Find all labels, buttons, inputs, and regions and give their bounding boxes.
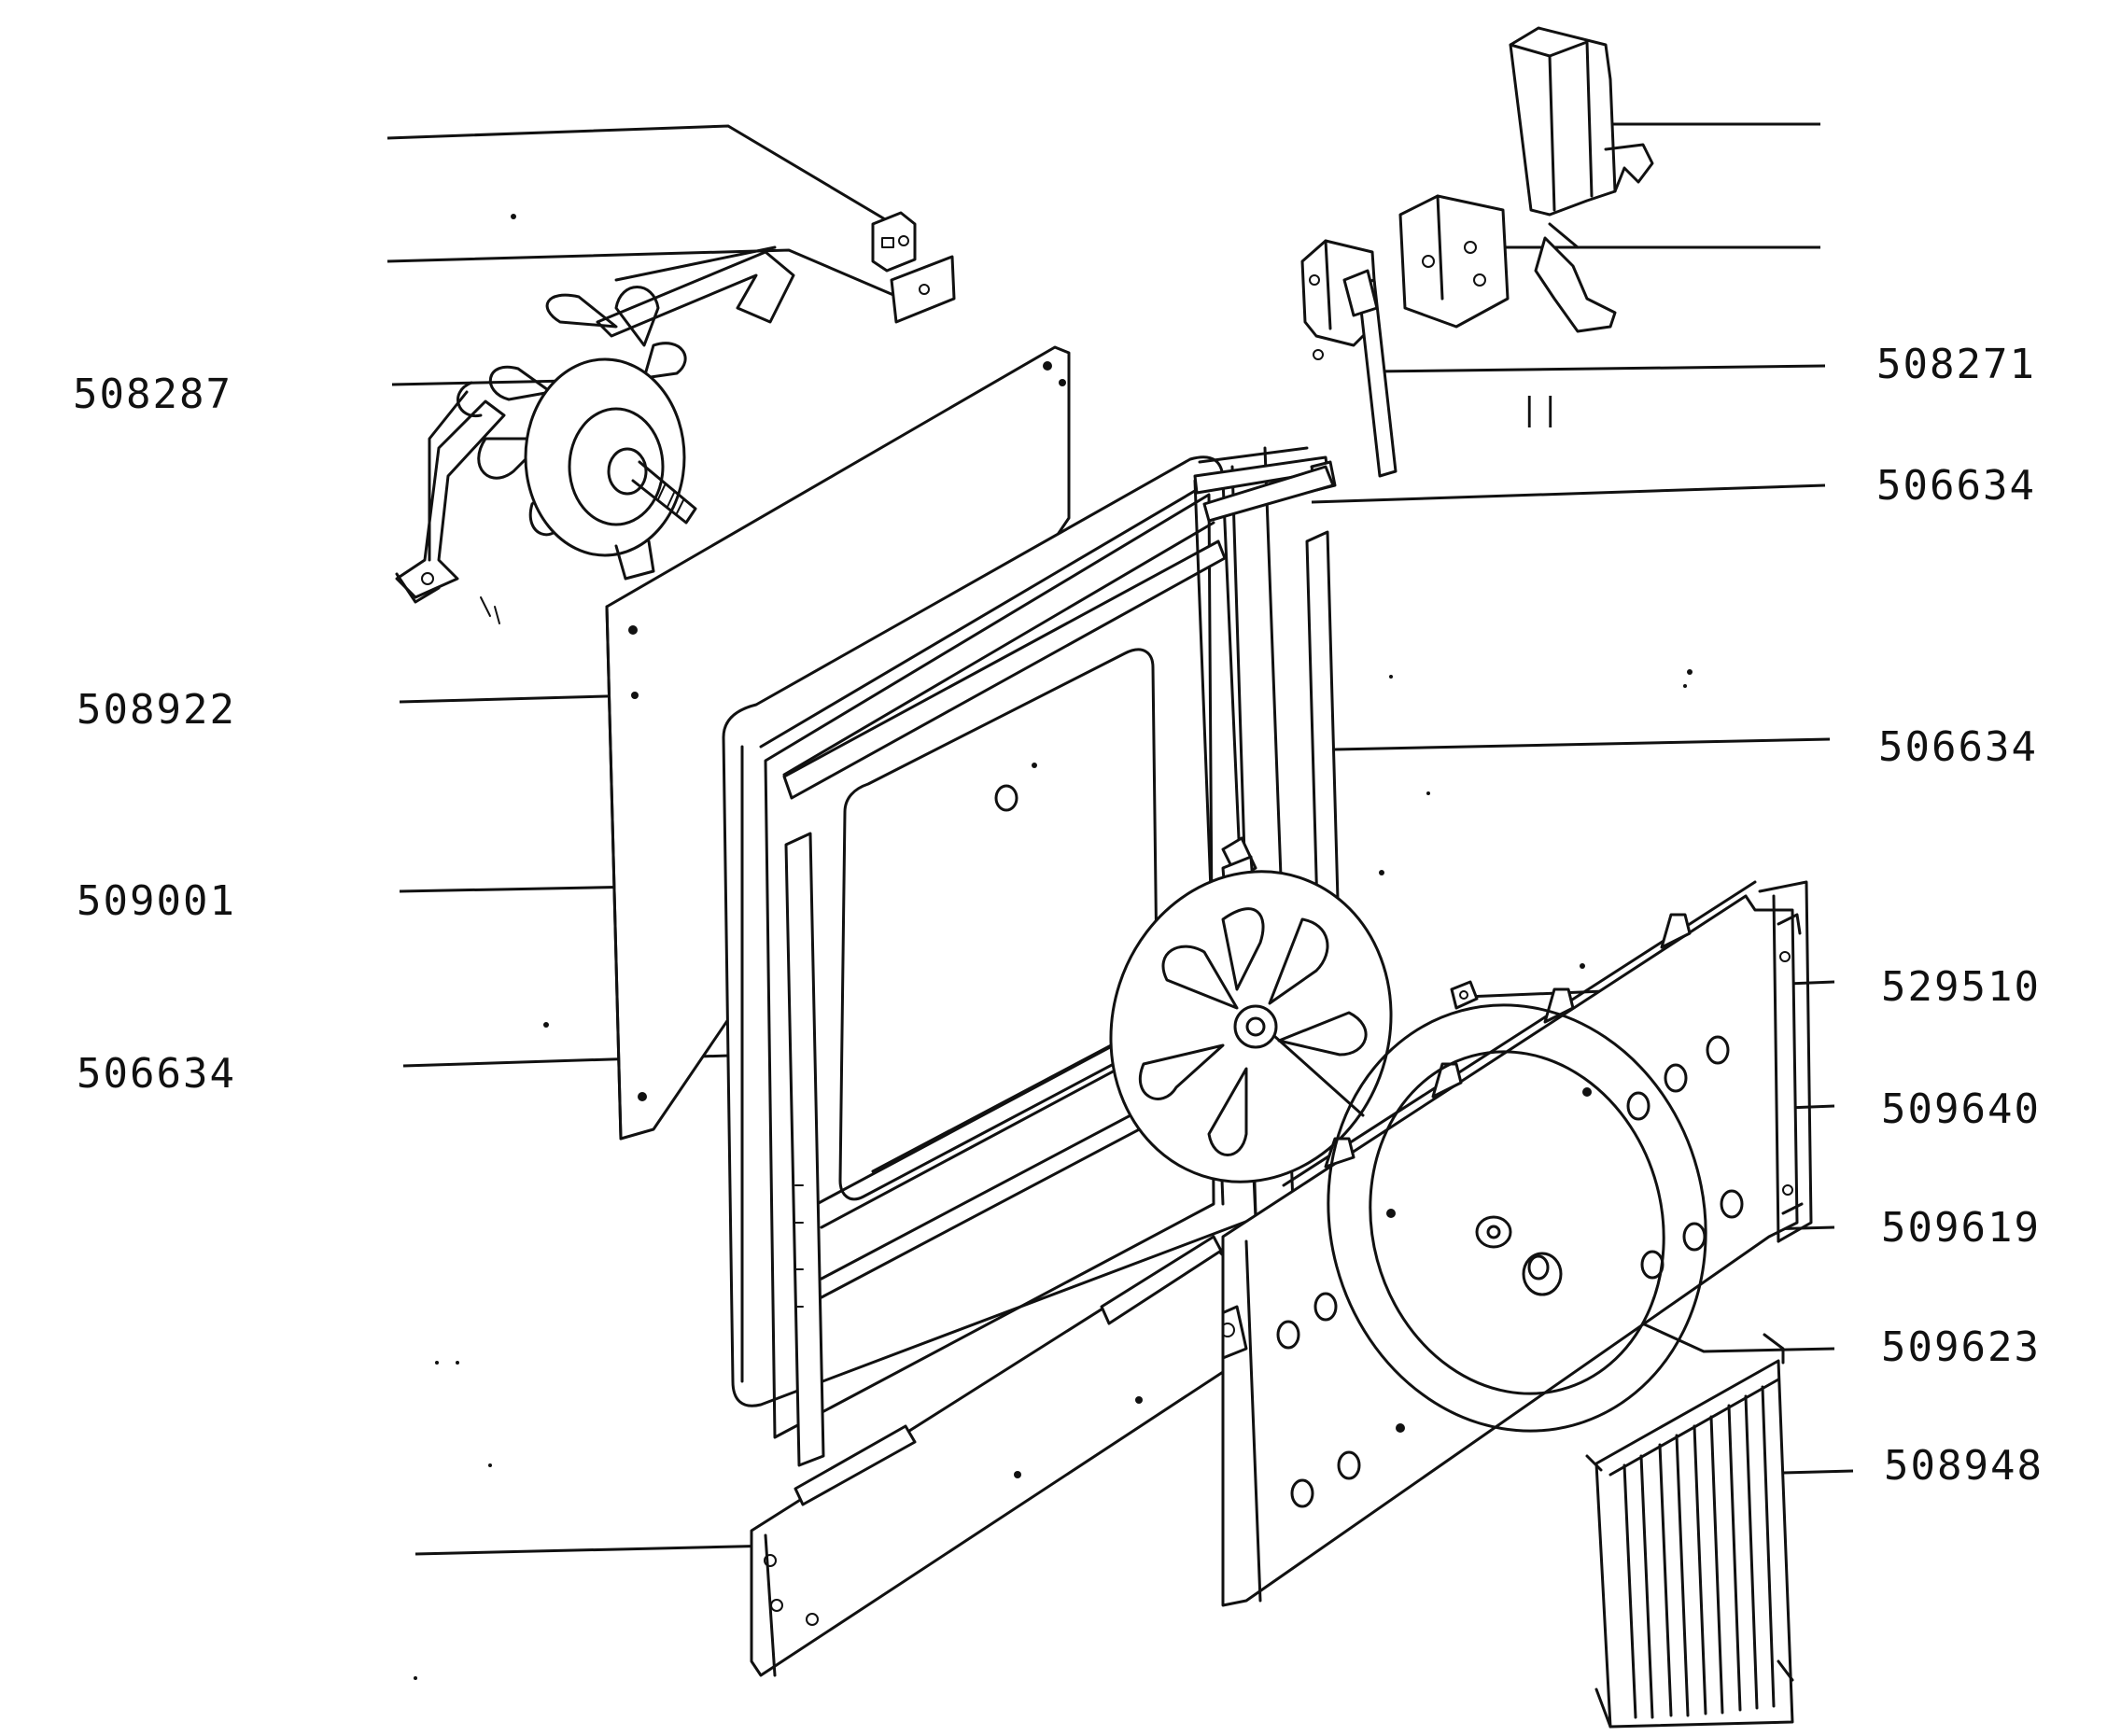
- label-gasket-right: 506634: [1878, 723, 2038, 771]
- fan-cover-panel: [1214, 880, 1813, 1607]
- leader-fan-motor: [391, 379, 570, 386]
- sketch-note: ||: [1520, 391, 1562, 428]
- label-clip: 529510: [1881, 963, 2041, 1011]
- leader-top-left-1: [386, 124, 906, 233]
- switch-assembly: ||: [1300, 26, 1654, 478]
- label-oven-cavity: 509001: [77, 877, 236, 925]
- label-gasket-left: 506634: [77, 1050, 236, 1098]
- clip: [1450, 980, 1479, 1010]
- bottom-panel: [750, 1235, 1225, 1677]
- scan-specks: [414, 214, 1693, 1680]
- leader-bottom-left: [414, 1543, 818, 1556]
- leader-back-panel: [399, 693, 643, 704]
- label-switch: 508271: [1876, 341, 2036, 388]
- label-back-panel: 508922: [77, 686, 236, 734]
- label-fan-motor: 508287: [73, 371, 232, 418]
- label-washer: 509619: [1881, 1204, 2041, 1252]
- label-nut: 509623: [1881, 1323, 2041, 1371]
- grille: [1585, 1333, 1794, 1729]
- leader-grille: [1782, 1469, 1854, 1475]
- label-grille: 508948: [1884, 1442, 2044, 1490]
- fan-blade: [1109, 870, 1393, 1183]
- small-bracket-parts: [871, 211, 956, 324]
- oven-cavity: [722, 446, 1337, 1439]
- fan-motor-assembly: [395, 245, 795, 624]
- leader-gasket-right: [1334, 737, 1831, 751]
- leader-gasket-top: [1311, 483, 1826, 504]
- part-labels: 508287 508922 509001 506634 508271 50663…: [73, 341, 2044, 1490]
- label-gasket-top: 506634: [1876, 462, 2036, 510]
- label-fan-cover-panel: 509640: [1881, 1085, 2041, 1133]
- leader-top-left-2: [386, 248, 920, 308]
- leader-switch: [1371, 364, 1826, 373]
